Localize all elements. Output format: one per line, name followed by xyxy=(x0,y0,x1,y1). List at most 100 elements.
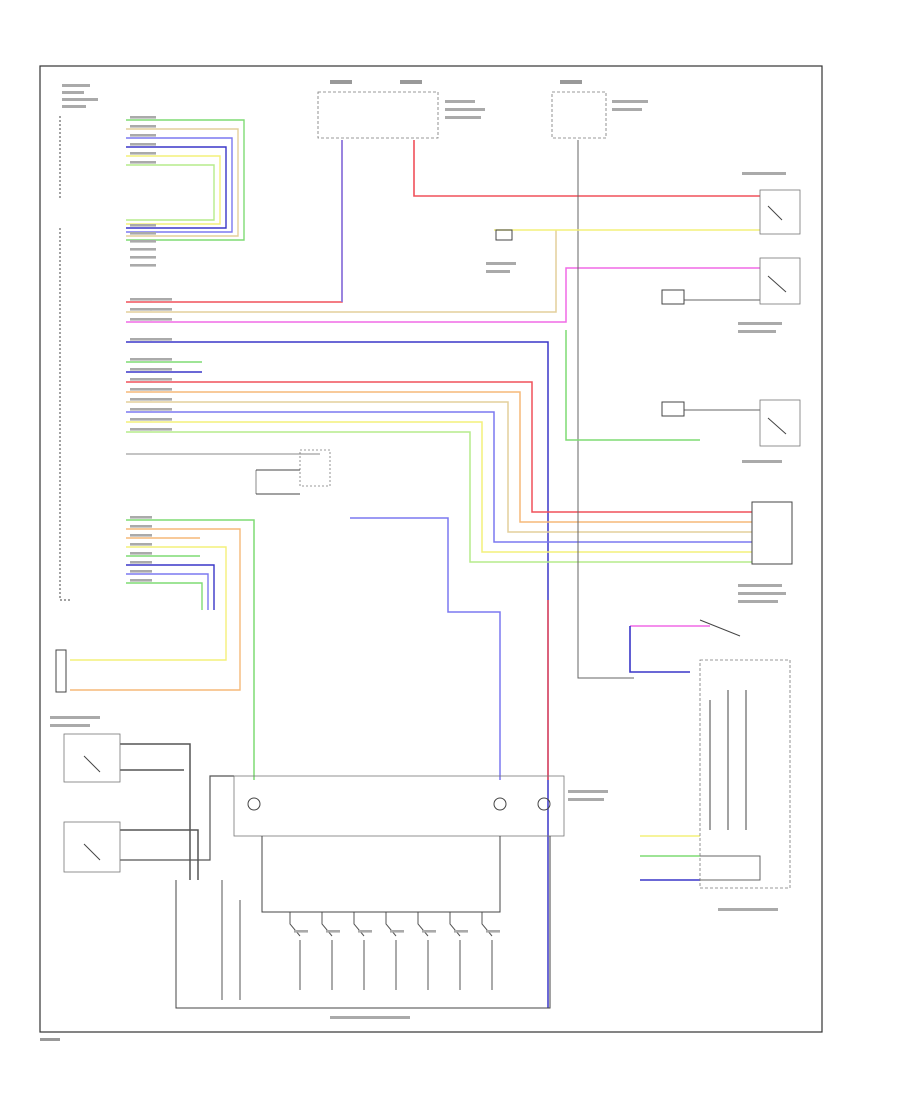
lower-switch-blade-1 xyxy=(83,755,101,773)
control-label-2 xyxy=(568,798,604,801)
sensor-3 xyxy=(495,229,513,241)
sensor-group xyxy=(486,229,685,417)
wire-57 xyxy=(577,140,634,679)
left-connector xyxy=(55,649,67,693)
terminal-1 xyxy=(247,797,261,811)
wire-87 xyxy=(700,855,761,881)
module-title-line-1 xyxy=(62,84,90,87)
wire-label-26 xyxy=(130,318,152,321)
wire-label-36 xyxy=(150,368,172,371)
connector-label-3 xyxy=(738,600,778,603)
wire-91 xyxy=(120,775,234,861)
wire-label-38 xyxy=(130,378,152,381)
bus-caption xyxy=(330,1016,410,1019)
fuse-note-1 xyxy=(445,100,475,103)
switch-label-1 xyxy=(742,172,786,175)
dashed-module xyxy=(699,659,791,889)
wire-label-10 xyxy=(130,152,156,155)
module-title-line-4 xyxy=(62,105,86,108)
wire-52 xyxy=(126,431,752,563)
fuse-box-left xyxy=(317,91,439,139)
wire-label-68 xyxy=(130,525,152,528)
wire-11 xyxy=(126,164,215,221)
wire-label-23 xyxy=(130,308,152,311)
wire-label-14 xyxy=(130,232,156,235)
wire-102 xyxy=(449,912,461,990)
connector-block xyxy=(751,501,793,565)
module-title-line-2 xyxy=(62,91,84,94)
wire-79 xyxy=(126,573,209,610)
wire-label-4 xyxy=(130,125,156,128)
sensor-label-2 xyxy=(486,270,510,273)
wire-7 xyxy=(126,146,227,229)
module-title-line-3 xyxy=(62,98,98,101)
fuse-note-4 xyxy=(612,100,648,103)
right-connector-block xyxy=(738,501,793,603)
wire-40 xyxy=(126,391,752,523)
wire-label-78 xyxy=(130,570,152,573)
footer-code xyxy=(40,1038,60,1041)
switch-box-2 xyxy=(759,257,801,305)
wire-label-97 xyxy=(358,930,372,933)
wire-label-105 xyxy=(486,930,500,933)
wire-73 xyxy=(70,546,227,661)
wire-label-39 xyxy=(150,378,172,381)
wire-98 xyxy=(385,912,397,990)
switch-label-4 xyxy=(742,460,782,463)
wire-88 xyxy=(120,743,191,880)
wire-label-41 xyxy=(130,388,152,391)
lower-switch-blade-2 xyxy=(83,843,101,861)
wire-83 xyxy=(629,626,690,673)
module-internal-lines xyxy=(709,690,747,830)
wire-9 xyxy=(126,155,221,225)
right-switch-3 xyxy=(742,399,801,463)
fuse-label-2 xyxy=(400,80,422,84)
right-switch-2 xyxy=(738,257,801,333)
wire-label-54 xyxy=(150,428,172,431)
wire-46 xyxy=(126,411,752,543)
wire-label-51 xyxy=(150,418,172,421)
wire-label-20 xyxy=(130,298,152,301)
wire-100 xyxy=(417,912,429,990)
wire-67 xyxy=(126,519,255,780)
wire-106 xyxy=(221,880,241,1000)
wire-label-45 xyxy=(150,398,172,401)
wire-label-50 xyxy=(130,418,152,421)
wire-90 xyxy=(120,829,199,880)
fuse-note-3 xyxy=(445,116,481,119)
fuse-label-3 xyxy=(560,80,582,84)
wire-label-103 xyxy=(454,930,468,933)
lower-right-module xyxy=(699,619,791,911)
lower-label-1 xyxy=(50,716,100,719)
wire-label-8 xyxy=(130,143,156,146)
fuse-box-group xyxy=(317,80,648,139)
fuse-note-5 xyxy=(612,108,642,111)
wire-81 xyxy=(126,582,203,610)
lower-label-2 xyxy=(50,724,90,727)
wire-59 xyxy=(565,330,700,441)
wire-94 xyxy=(321,912,333,990)
wire-label-6 xyxy=(130,134,156,137)
wire-label-48 xyxy=(150,408,172,411)
wire-96 xyxy=(353,912,365,990)
wire-layer xyxy=(70,116,761,1008)
wire-label-53 xyxy=(130,428,152,431)
fuse-label-1 xyxy=(330,80,352,84)
switch-box-1 xyxy=(759,189,801,235)
switch-blade-1 xyxy=(767,205,783,221)
wire-label-66 xyxy=(130,516,152,519)
wire-3 xyxy=(126,128,239,237)
switch-blade-4 xyxy=(699,619,741,637)
wire-43 xyxy=(126,401,752,533)
wire-label-27 xyxy=(150,318,172,321)
wire-28 xyxy=(126,341,549,1008)
wire-label-33 xyxy=(150,358,172,361)
wire-77 xyxy=(126,564,215,610)
relay-leads xyxy=(256,469,300,495)
switch-blade-3 xyxy=(767,417,787,435)
wire-label-18 xyxy=(130,264,156,267)
wire-104 xyxy=(481,912,493,990)
switch-label-2 xyxy=(738,322,782,325)
control-unit-box xyxy=(233,775,565,837)
